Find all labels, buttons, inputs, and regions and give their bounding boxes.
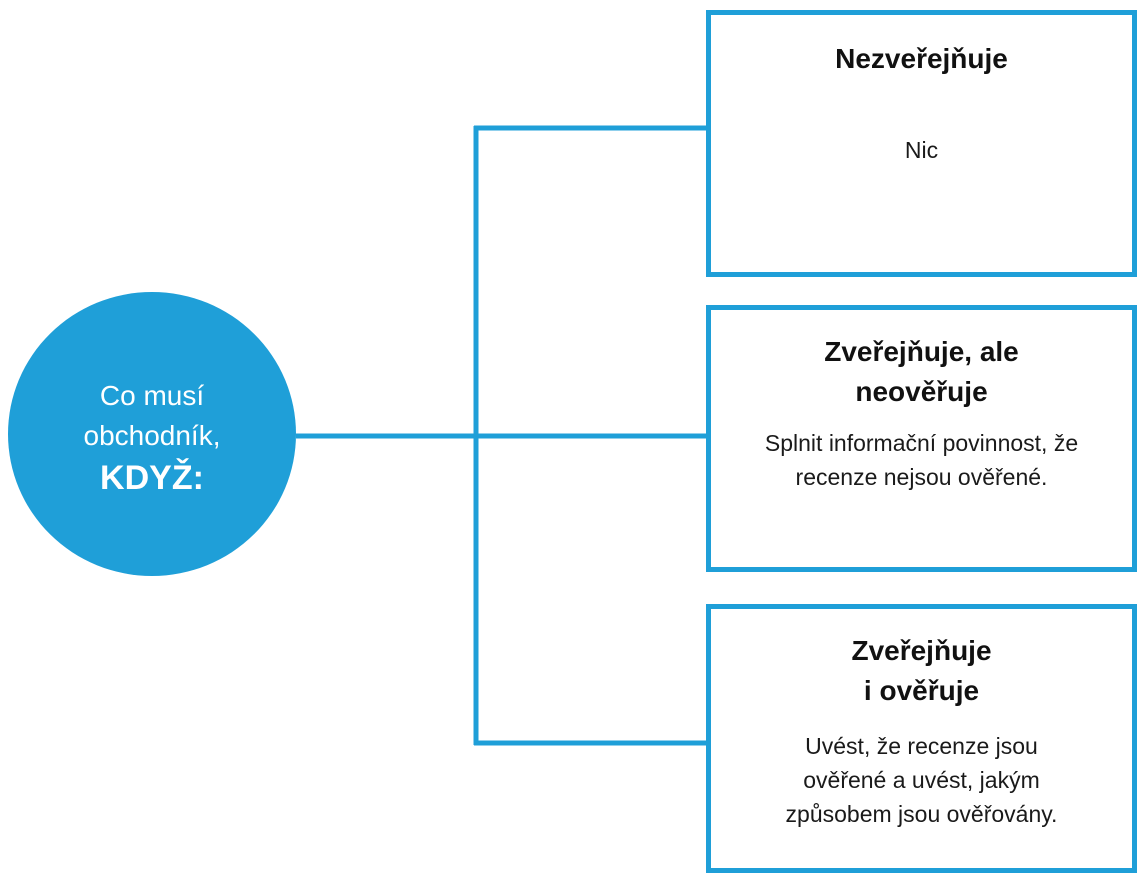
branch-body-line1: Uvést, že recenze jsou	[805, 733, 1038, 759]
branch-title-line1: Zveřejňuje	[851, 635, 992, 666]
central-node-line2: obchodník,	[83, 420, 221, 451]
central-node-line1: Co musí	[99, 380, 205, 411]
branch-body: Nic	[904, 137, 939, 163]
central-node-emphasis: KDYŽ:	[100, 459, 204, 497]
branch-title-line1: Zveřejňuje, ale	[824, 336, 1019, 367]
branch-body-line2: ověřené a uvést, jakým	[803, 767, 1040, 793]
branch-box-publishing-not-verifying: Zveřejňuje, ale neověřuje Splnit informa…	[706, 305, 1137, 572]
branch-title-line2: i ověřuje	[863, 675, 980, 706]
branch-body-line3: způsobem jsou ověřovány.	[785, 801, 1058, 827]
branch-box-publishing-and-verifying: Zveřejňuje i ověřuje Uvést, že recenze j…	[706, 604, 1137, 873]
central-node-circle: Co musí obchodník, KDYŽ:	[8, 292, 296, 576]
branch-box-not-publishing: Nezveřejňuje Nic	[706, 10, 1137, 277]
branch-title-line2: neověřuje	[855, 376, 988, 407]
branch-body-line2: recenze nejsou ověřené.	[795, 464, 1048, 490]
branch-body-line1: Splnit informační povinnost, že	[764, 430, 1079, 456]
branch-title: Nezveřejňuje	[835, 43, 1008, 74]
